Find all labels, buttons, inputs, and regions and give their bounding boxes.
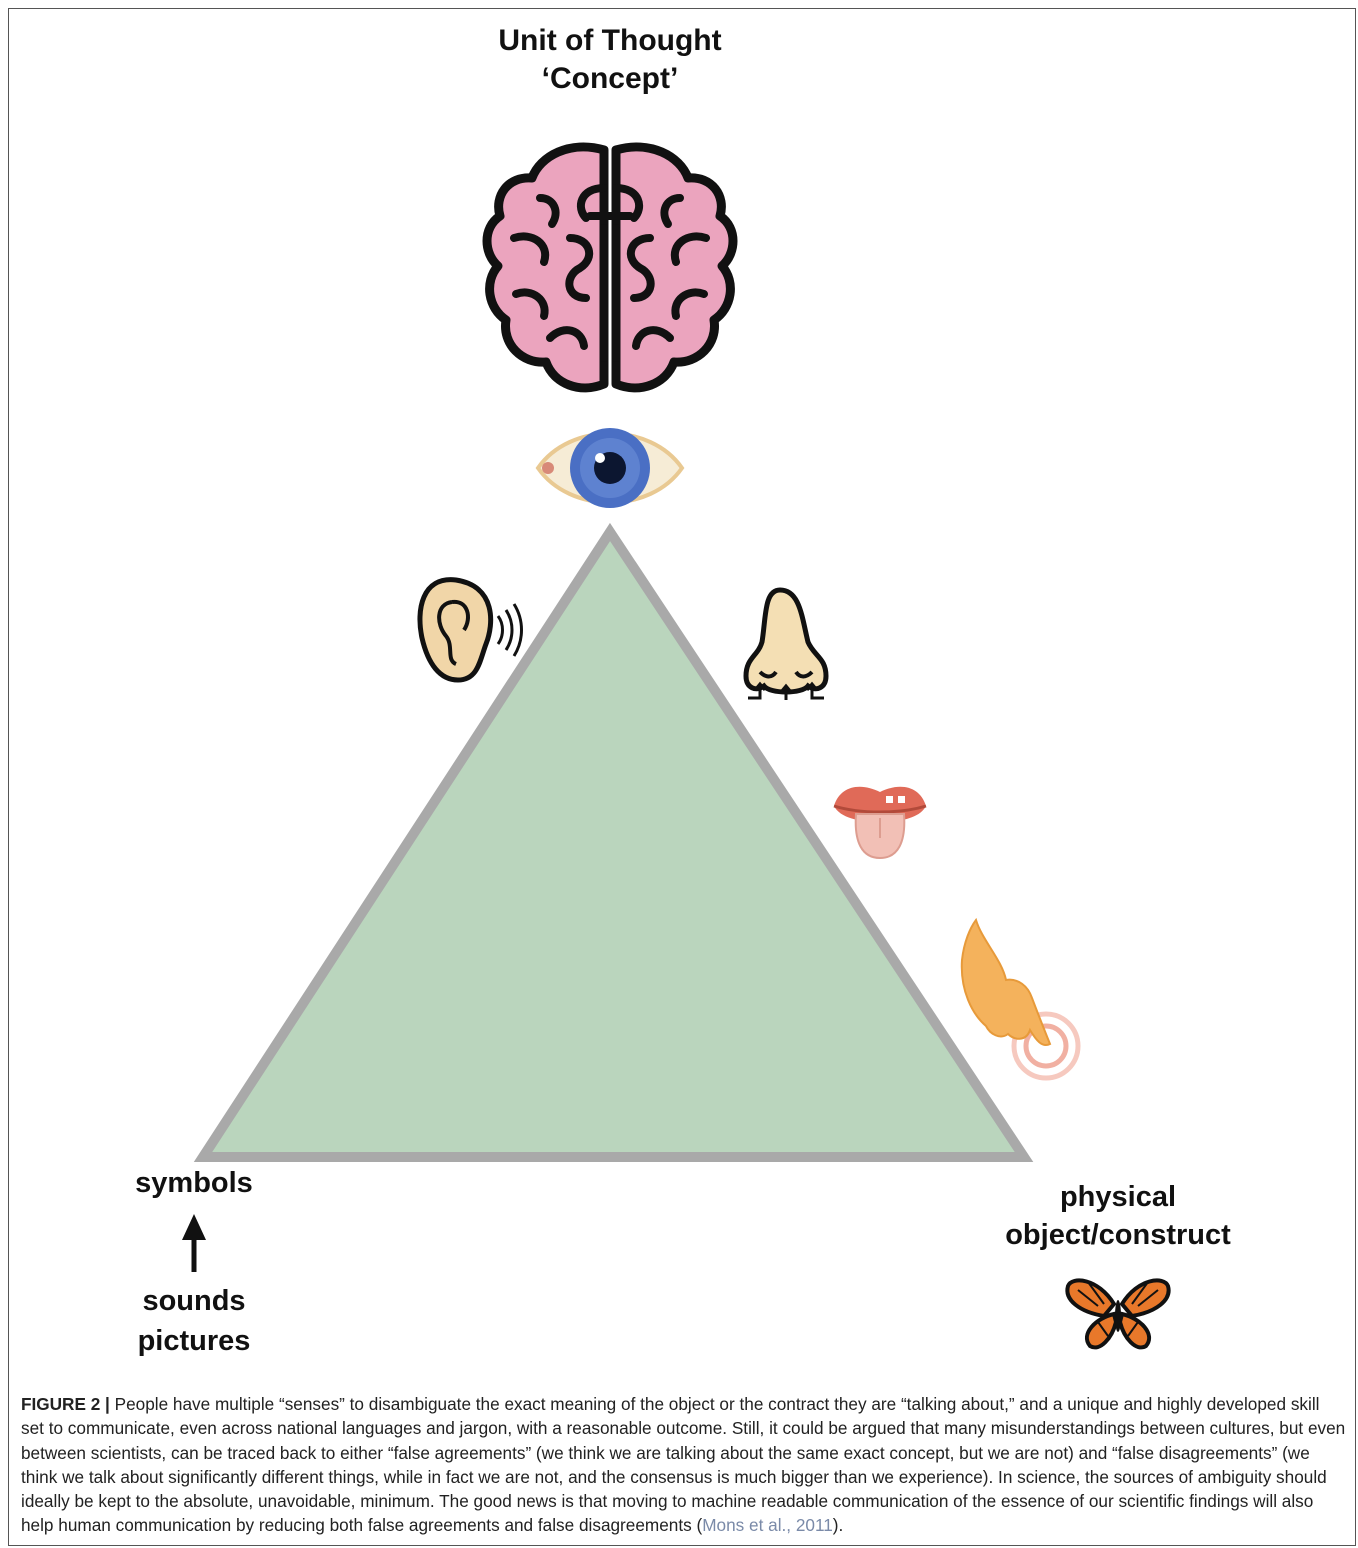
figure-frame [8,8,1356,1546]
label-pictures: pictures [137,1325,251,1357]
caption-end: ). [832,1515,844,1536]
label-sounds: sounds [142,1285,246,1317]
eye-icon [535,428,685,508]
ear-icon [417,577,523,683]
tongue-icon [833,786,927,860]
touch-hand-icon [960,917,1081,1081]
label-symbols: symbols [135,1167,253,1199]
diagram-title-line1: Unit of Thought [498,24,722,57]
butterfly-icon [1065,1278,1171,1350]
diagram-canvas [182,142,1171,1350]
diagram-title-line2: ‘Concept’ [541,62,679,95]
brain-icon [482,142,738,393]
caption-label: FIGURE 2 | [21,1394,110,1414]
caption-citation-link[interactable]: Mons et al., 2011 [702,1515,833,1536]
label-object-construct: object/construct [1005,1219,1231,1251]
caption-text: People have multiple “senses” to disambi… [21,1394,1346,1536]
label-physical: physical [1059,1181,1177,1213]
nose-icon [743,587,829,700]
upward-arrow [182,1214,206,1272]
semiotic-triangle [193,522,1034,1162]
figure-caption: FIGURE 2 | People have multiple “senses”… [21,1392,1346,1538]
